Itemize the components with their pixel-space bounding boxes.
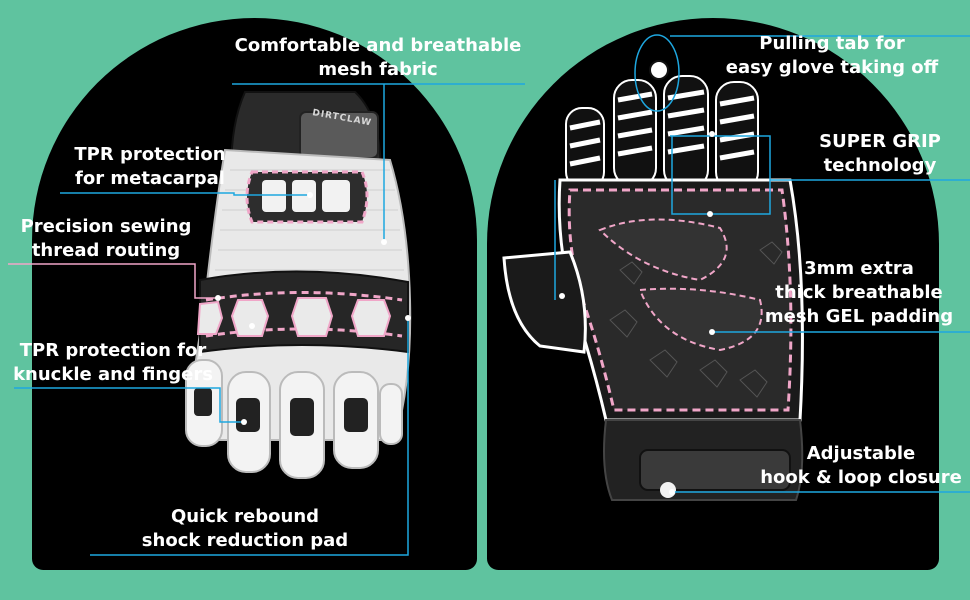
callout-knuckle-line-2: knuckle and fingers	[13, 364, 213, 385]
callout-sewing: Precision sewing thread routing	[14, 215, 198, 263]
glove-back-image: DIRTCLAW	[185, 91, 412, 479]
callout-tab-line-1: Pulling tab for	[759, 33, 905, 54]
callout-mesh-fabric: Comfortable and breathable mesh fabric	[232, 34, 524, 82]
callout-knuckle: TPR protection for knuckle and fingers	[12, 339, 214, 387]
callout-gel-line-2: thick breathable	[775, 282, 943, 303]
callout-dots	[215, 67, 715, 495]
callout-lines	[8, 34, 970, 556]
hook-loop-strap	[639, 449, 791, 491]
callout-grip-line-1: SUPER GRIP	[819, 131, 941, 152]
callout-gel-line-1: 3mm extra	[804, 258, 914, 279]
callout-sewing-line-2: thread routing	[31, 240, 181, 261]
callout-sewing-line-1: Precision sewing	[20, 216, 192, 237]
callout-gel-line-3: mesh GEL padding	[764, 306, 954, 327]
callout-super-grip: SUPER GRIP technology	[800, 130, 960, 178]
callout-mesh-line-2: mesh fabric	[318, 59, 438, 80]
callout-gel-padding: 3mm extra thick breathable mesh GEL padd…	[756, 257, 962, 329]
callout-closure-line-1: Adjustable	[806, 443, 916, 464]
callout-metacarpal-line-1: TPR protection	[74, 144, 226, 165]
glove-palm-image	[502, 60, 804, 501]
callout-closure-line-2: hook & loop closure	[760, 467, 962, 488]
callout-closure: Adjustable hook & loop closure	[756, 442, 966, 490]
callout-rebound: Quick rebound shock reduction pad	[136, 505, 354, 553]
callout-tab-line-2: easy glove taking off	[725, 57, 939, 78]
callout-rebound-line-1: Quick rebound	[170, 506, 320, 527]
callout-metacarpal-line-2: for metacarpal	[75, 168, 225, 189]
callout-metacarpal: TPR protection for metacarpal	[70, 143, 230, 191]
callout-mesh-line-1: Comfortable and breathable	[234, 35, 522, 56]
callout-pulling-tab: Pulling tab for easy glove taking off	[712, 32, 952, 80]
callout-rebound-line-2: shock reduction pad	[141, 530, 349, 551]
callout-grip-line-2: technology	[823, 155, 937, 176]
callout-knuckle-line-1: TPR protection for	[19, 340, 207, 361]
